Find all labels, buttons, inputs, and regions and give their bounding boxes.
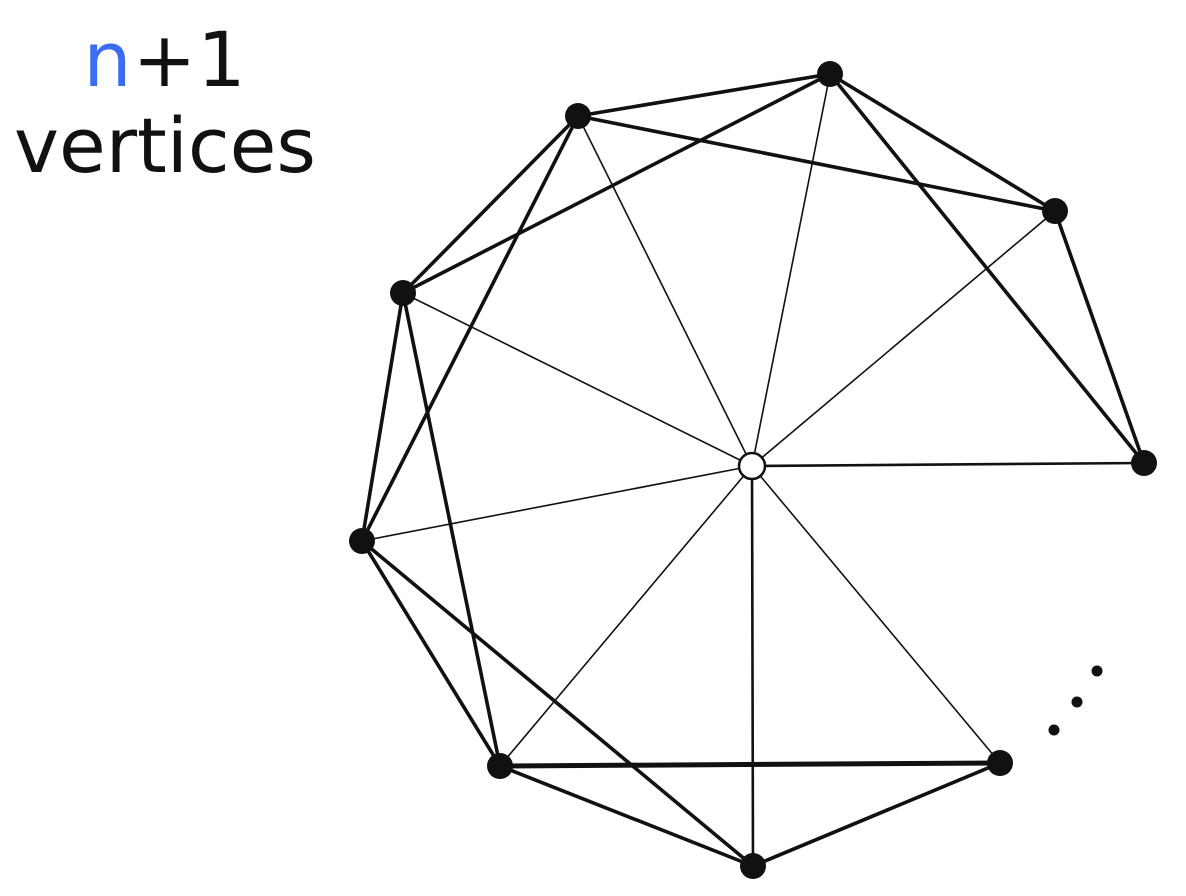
vertex-count-label: n+1 vertices — [0, 22, 330, 184]
rim-edge-a-c — [828, 72, 1146, 465]
ellipsis-dot — [1091, 665, 1103, 677]
rim-edge-h-f — [401, 291, 502, 768]
spoke-edge-h — [402, 292, 753, 467]
spoke-edge-c — [751, 461, 1145, 468]
vertex-c — [1131, 450, 1157, 476]
vertex-i — [565, 103, 591, 129]
ellipsis-dot — [1048, 724, 1060, 736]
rim-edge-a-b — [828, 72, 1057, 213]
rim-edge-h-g — [360, 291, 405, 543]
vertex-f — [487, 753, 513, 779]
label-line-1: n+1 — [0, 22, 330, 98]
label-line-2: vertices — [13, 101, 317, 190]
vertex-d — [987, 750, 1013, 776]
spoke-edge-g — [361, 465, 753, 542]
rim-edge-g-e — [360, 539, 755, 868]
rim-edge-e-d — [751, 761, 1002, 868]
vertices — [349, 61, 1157, 879]
rim-edge-i-b — [576, 114, 1057, 213]
rim-edge-h-i — [401, 114, 580, 295]
rim-edge-g-f — [360, 539, 502, 768]
vertex-g — [349, 528, 375, 554]
vertex-e — [740, 853, 766, 879]
ellipsis-dot — [1071, 696, 1083, 708]
vertex-h — [390, 280, 416, 306]
spoke-edge-i — [577, 115, 753, 467]
rim-edge-h-a — [401, 72, 832, 295]
rim-edge-f-d — [497, 760, 1003, 769]
rim-edge-b-c — [1053, 209, 1146, 465]
variable-n: n — [83, 15, 133, 104]
spoke-edge-d — [751, 465, 1001, 764]
rim-edge-g-i — [360, 114, 580, 543]
vertex-a — [817, 61, 843, 87]
ellipsis-dots — [1048, 665, 1103, 736]
spoke-edge-f — [499, 465, 753, 767]
rim-edge-i-a — [576, 72, 832, 118]
label-suffix: +1 — [132, 15, 247, 104]
rim-edge-f-e — [498, 764, 755, 868]
vertex-b — [1042, 198, 1068, 224]
spoke-edge-a — [751, 73, 831, 467]
hub-vertex — [737, 451, 767, 481]
spoke-edge-e — [750, 465, 755, 867]
spoke-edge-b — [751, 210, 1056, 467]
rim-edges — [360, 72, 1146, 868]
spoke-edges — [361, 73, 1145, 867]
